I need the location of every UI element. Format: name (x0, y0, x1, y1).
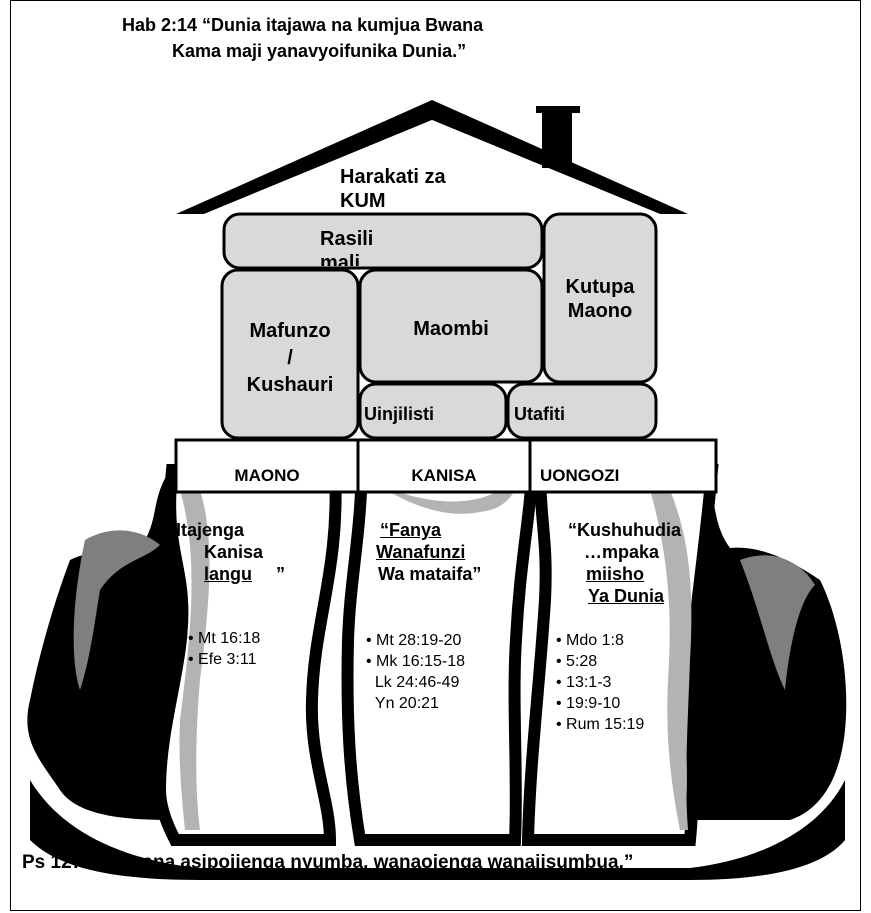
block-kutupa-label-1: Kutupa (565, 276, 635, 298)
left-ref-1: Mt 16:18 (188, 628, 260, 649)
middle-refs-list: Mt 28:19-20 Mk 16:15-18 Lk 24:46-49 Yn 2… (366, 630, 465, 714)
roof-label-line1: Harakati za (340, 166, 446, 188)
chimney-cap (536, 106, 580, 113)
roof-face (204, 120, 660, 214)
footer-quote: Ps 127:1 “Bwana asipoijenga nyumba, wana… (22, 852, 634, 873)
right-ref-3: 13:1-3 (556, 672, 644, 693)
roof-label-line2: KUM (340, 190, 386, 212)
chimney (542, 113, 572, 168)
roof (176, 100, 688, 214)
block-uinjilisti-label: Uinjilisti (364, 404, 435, 424)
header-quote-line2: Kama maji yanavyoifunika Dunia.” (172, 41, 467, 61)
middle-quote-line2: Wanafunzi (376, 542, 466, 562)
header-quote-line1: Hab 2:14 “Dunia itajawa na kumjua Bwana (122, 15, 484, 35)
middle-quote-line1: “Fanya (380, 520, 442, 540)
middle-ref-3: Lk 24:46-49 (374, 674, 460, 691)
right-ref-2: 5:28 (556, 651, 644, 672)
middle-ref-4: Yn 20:21 (374, 695, 439, 712)
block-mafunzo-label-3: Kushauri (246, 374, 334, 396)
block-maombi-label: Maombi (413, 318, 489, 340)
right-refs-list: Mdo 1:8 5:28 13:1-3 19:9-10 Rum 15:19 (556, 630, 644, 735)
block-maombi (358, 268, 544, 384)
right-quote-line4: Ya Dunia (588, 586, 665, 606)
pillar-right-shade (650, 490, 692, 830)
right-quote-line2: …mpaka (584, 542, 660, 562)
right-ref-4: 19:9-10 (556, 693, 644, 714)
right-quote-line3: miisho (586, 564, 645, 584)
block-uinjilisti (358, 382, 508, 440)
middle-ref-1: Mt 28:19-20 (366, 630, 465, 651)
block-rasilimali-label-1: Rasili (320, 228, 374, 250)
right-ref-1: Mdo 1:8 (556, 630, 644, 651)
left-hill-gray (73, 530, 160, 690)
beam-uongozi (528, 438, 718, 494)
block-mafunzo (220, 268, 360, 440)
page-frame (10, 0, 861, 911)
left-quote-line2: Kanisa (204, 542, 264, 562)
right-hill-gray (740, 555, 815, 690)
ground (30, 780, 845, 880)
block-utafiti (506, 382, 658, 440)
block-kutupa-label-2: Maono (567, 300, 633, 322)
pillar-middle-shade (370, 480, 520, 514)
right-quote-line1: “Kushuhudia (568, 520, 681, 540)
left-ref-2: Efe 3:11 (188, 649, 260, 670)
beam-maono (174, 438, 360, 494)
left-quote-line3: langu (204, 564, 252, 584)
middle-ref-2: Mk 16:15-18 (366, 651, 465, 672)
left-refs-list: Mt 16:18 Efe 3:11 (188, 628, 260, 670)
middle-quote-line3: Wa mataifa” (378, 564, 482, 584)
block-kutupa-maono (542, 212, 658, 384)
block-mafunzo-label-2: / (287, 347, 293, 369)
beam-uongozi-label: UONGOZI (540, 466, 620, 485)
block-rasilimali (222, 212, 544, 270)
beam-kanisa-label: KANISA (411, 466, 477, 485)
block-utafiti-label: Utafiti (514, 404, 565, 424)
left-quote-line1: Itajenga (176, 520, 245, 540)
block-mafunzo-label-1: Mafunzo (249, 320, 331, 342)
right-ref-5: Rum 15:19 (556, 714, 644, 735)
left-quote-close: ” (276, 564, 285, 584)
block-rasilimali-label-2: mali (320, 252, 361, 266)
beam-maono-label: MAONO (234, 466, 300, 485)
